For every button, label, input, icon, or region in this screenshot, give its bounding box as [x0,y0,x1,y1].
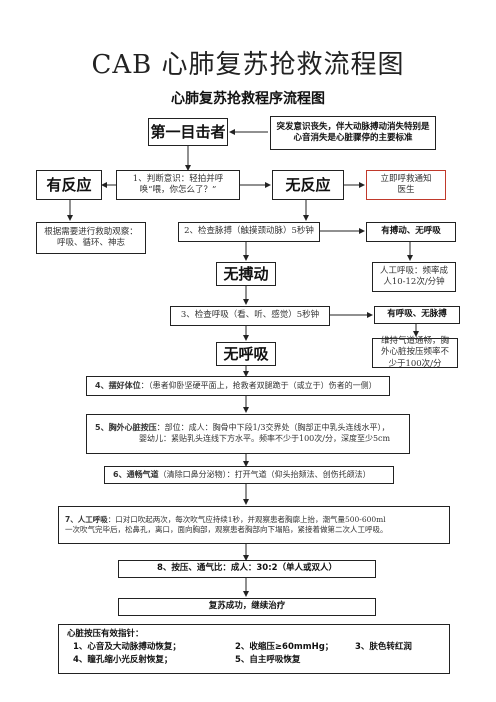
check-breath-label: 3、检查呼吸（看、听、感觉）5秒钟 [180,310,320,321]
maintain-airway-box: 维持气道通畅，胸外心脏按压频率不少于100次/分 [372,335,458,369]
step5-heading: 5、胸外心脏按压 [95,423,157,433]
step4-box: 4、摆好体位：（患者仰卧坚硬平面上，抢救者双腿跪于（或立于）伤者的一侧） [86,376,390,396]
step4-heading: 4、摆好体位 [95,380,141,390]
check-pulse-box: 2、检查脉搏（触摸颈动脉）5秒钟 [178,222,320,242]
success-box: 复苏成功，继续治疗 [118,598,376,616]
has-response-box: 有反应 [36,170,102,200]
observe-label: 根据需要进行救助观察：呼吸、循环、神志 [44,226,138,248]
no-breath-box: 无呼吸 [216,342,276,366]
sudden-loss-box: 突发意识丧失，伴大动脉搏动消失特别是心音消失是心脏骤停的主要标准 [270,116,436,150]
breath-no-pulse-box: 有呼吸、无脉搏 [374,306,460,324]
no-pulse-label: 无搏动 [223,264,269,283]
check-breath-box: 3、检查呼吸（看、听、感觉）5秒钟 [170,306,330,326]
first-witness-box: 第一目击者 [148,118,228,146]
indicator-1: 1、心音及大动脉搏动恢复； [73,642,181,653]
step8-box: 8、按压、通气比：成人：30:2（单人或双人） [118,560,376,578]
no-pulse-box: 无搏动 [216,262,276,286]
artificial-breath-label: 人工呼吸：频率成人10-12次/分钟 [379,265,448,287]
main-title: CAB 心肺复苏抢救流程图 [91,50,405,80]
no-response-box: 无反应 [272,170,344,200]
pulse-no-breath-box: 有搏动、无呼吸 [366,222,456,242]
judge-consciousness-box: 1、判断意识：轻拍并呼唤“喂，你怎么了？” [116,170,240,200]
indicator-4: 4、瞳孔缩小光反射恢复； [73,655,173,666]
artificial-breath-box: 人工呼吸：频率成人10-12次/分钟 [372,262,456,292]
step4-text: ：（患者仰卧坚硬平面上，抢救者双腿跪于（或立于）伤者的一侧） [140,380,377,390]
step7-heading: 7、人工呼吸 [65,514,108,524]
maintain-airway-label: 维持气道通畅，胸外心脏按压频率不少于100次/分 [380,335,449,369]
step5-text: ：部位：成人：胸骨中下段1/3交界处（胸部正中乳头连线水平）， [156,423,390,433]
indicators-title: 心脏按压有效指针： [67,629,144,639]
check-pulse-label: 2、检查脉搏（触摸颈动脉）5秒钟 [184,226,314,237]
step6-heading: 6、通畅气道 [113,469,159,479]
step7-box: 7、人工呼吸：口对口吹起两次，每次吹气应持续1秒，并观察患者胸廓上抬，潮气量50… [58,506,450,544]
step5-box: 5、胸外心脏按压：部位：成人：胸骨中下段1/3交界处（胸部正中乳头连线水平）， … [86,414,410,454]
no-breath-label: 无呼吸 [223,344,269,363]
no-response-label: 无反应 [285,175,331,194]
judge-consciousness-label: 1、判断意识：轻拍并呼唤“喂，你怎么了？” [132,173,224,195]
step6-text: （清除口鼻分泌物）：打开气道（仰头抬颏法、创伤托颌法） [158,469,371,479]
has-response-label: 有反应 [46,175,92,194]
observe-box: 根据需要进行救助观察：呼吸、循环、神志 [36,222,146,254]
success-label: 复苏成功，继续治疗 [208,601,286,612]
indicator-2: 2、收缩压≥60mmHg； [235,642,334,653]
step6-box: 6、通畅气道（清除口鼻分泌物）：打开气道（仰头抬颏法、创伤托颌法） [104,466,394,484]
sudden-loss-label: 突发意识丧失，伴大动脉搏动消失特别是心音消失是心脏骤停的主要标准 [276,121,430,143]
step7-text: ：口对口吹起两次，每次吹气应持续1秒，并观察患者胸廓上抬，潮气量500-600m… [107,514,386,524]
breath-no-pulse-label: 有呼吸、无脉搏 [387,309,447,320]
step7-text2: 一次吹气完毕后，松鼻孔，离口，面向胸部，观察患者胸部向下塌陷，紧接着做第二次人工… [65,525,388,534]
pulse-no-breath-label: 有搏动、无呼吸 [381,226,441,237]
call-help-box: 立即呼救通知医生 [366,170,446,200]
indicator-3: 3、肤色转红润 [355,642,412,653]
first-witness-label: 第一目击者 [150,122,226,141]
indicators-box: 心脏按压有效指针： 1、心音及大动脉搏动恢复； 2、收缩压≥60mmHg； 3、… [58,624,450,674]
call-help-label: 立即呼救通知医生 [380,173,432,195]
indicator-5: 5、自主呼吸恢复 [235,655,301,666]
step5-text2: 婴幼儿：紧贴乳头连线下方水平。频率不少于100次/分，深度至少5cm [139,434,391,443]
sub-title: 心肺复苏抢救程序流程图 [171,91,325,107]
step8-label: 8、按压、通气比：成人：30:2（单人或双人） [156,563,338,574]
